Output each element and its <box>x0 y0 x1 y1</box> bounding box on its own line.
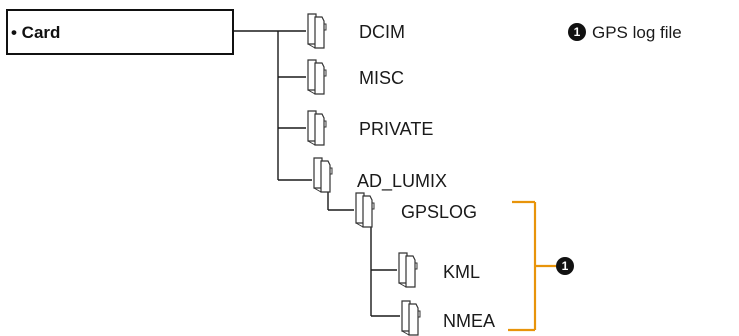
folder-icon-gpslog <box>355 192 375 228</box>
folder-label-misc: MISC <box>359 68 404 88</box>
folder-label-gpslog: GPSLOG <box>401 202 478 222</box>
folder-label-private: PRIVATE <box>359 119 434 139</box>
folder-icon-kml <box>398 252 418 288</box>
tree-lines <box>234 30 400 317</box>
legend-text: GPS log file <box>592 23 682 42</box>
folder-label-ad-lumix: AD_LUMIX <box>357 171 448 191</box>
folder-icon-private <box>307 110 327 146</box>
legend-marker-icon: 1 <box>568 23 586 41</box>
folder-label-kml: KML <box>443 262 481 282</box>
card-label: • Card <box>11 23 61 42</box>
folder-icon-dcim <box>307 13 327 49</box>
callout-bracket <box>508 200 556 332</box>
folder-label-dcim: DCIM <box>359 22 405 42</box>
folder-icon-nmea <box>401 300 421 336</box>
card-root-box: • Card <box>6 9 234 55</box>
folder-icon-ad-lumix <box>313 157 333 193</box>
callout-marker-icon: 1 <box>556 257 574 275</box>
folder-label-nmea: NMEA <box>443 311 496 331</box>
folder-icon-misc <box>307 59 327 95</box>
